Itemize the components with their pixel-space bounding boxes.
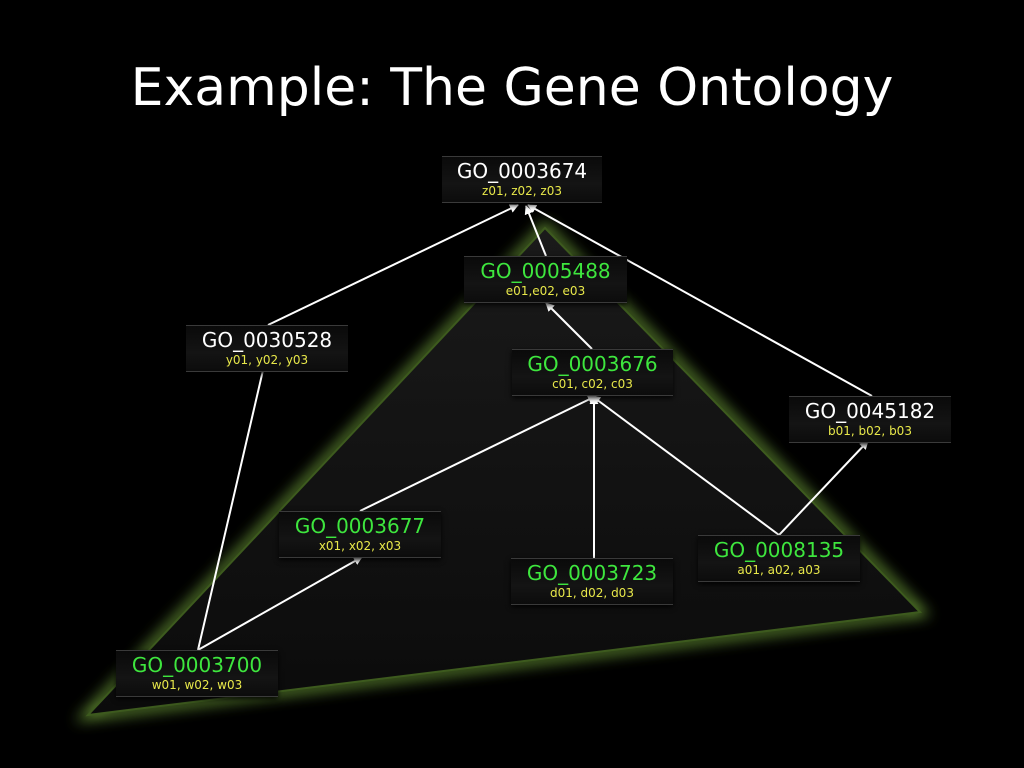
go-node-0003677[interactable]: GO_0003677 x01, x02, x03 [279, 511, 441, 558]
go-term-genes: a01, a02, a03 [737, 563, 821, 577]
go-term-genes: y01, y02, y03 [225, 353, 309, 367]
go-node-0005488[interactable]: GO_0005488 e01,e02, e03 [464, 256, 627, 303]
go-term-genes: z01, z02, z03 [482, 184, 562, 198]
go-term-genes: e01,e02, e03 [505, 284, 586, 298]
edge-n3676-to-n5488 [545, 302, 593, 350]
go-term-genes: c01, c02, c03 [552, 377, 633, 391]
go-term-id: GO_0003674 [456, 159, 588, 183]
edge-n30528-to-n3674 [267, 204, 519, 326]
edge-n8135-to-n3676 [591, 395, 780, 536]
go-node-0008135[interactable]: GO_0008135 a01, a02, a03 [698, 535, 860, 582]
go-node-0030528[interactable]: GO_0030528 y01, y02, y03 [186, 325, 348, 372]
go-term-id: GO_0045182 [804, 399, 936, 423]
go-node-0045182[interactable]: GO_0045182 b01, b02, b03 [789, 396, 951, 443]
edge-n3700-to-n30528 [197, 352, 270, 651]
go-node-0003674[interactable]: GO_0003674 z01, z02, z03 [442, 156, 602, 203]
edge-n5488-to-n3674 [524, 205, 547, 257]
go-term-id: GO_0003676 [527, 352, 658, 376]
edges-layer [197, 204, 873, 651]
go-term-genes: w01, w02, w03 [151, 678, 243, 692]
go-term-id: GO_0030528 [201, 328, 333, 352]
go-node-0003723[interactable]: GO_0003723 d01, d02, d03 [511, 558, 673, 605]
background-triangle [74, 220, 931, 722]
slide-title: Example: The Gene Ontology [130, 58, 894, 118]
go-node-0003700[interactable]: GO_0003700 w01, w02, w03 [116, 650, 278, 697]
edge-n3700-to-n3677 [197, 556, 363, 651]
go-term-id: GO_0003677 [294, 514, 426, 538]
go-term-genes: d01, d02, d03 [550, 586, 634, 600]
go-term-id: GO_0003700 [131, 653, 263, 677]
edge-n45182-to-n3674 [527, 204, 873, 397]
go-term-id: GO_0005488 [480, 259, 611, 283]
go-term-id: GO_0003723 [526, 561, 658, 585]
go-term-id: GO_0008135 [713, 538, 845, 562]
edge-n8135-to-n45182 [778, 440, 869, 536]
go-node-0003676[interactable]: GO_0003676 c01, c02, c03 [512, 349, 673, 396]
edge-n3677-to-n3676 [359, 395, 597, 512]
go-term-genes: x01, x02, x03 [318, 539, 402, 553]
go-term-genes: b01, b02, b03 [828, 424, 912, 438]
